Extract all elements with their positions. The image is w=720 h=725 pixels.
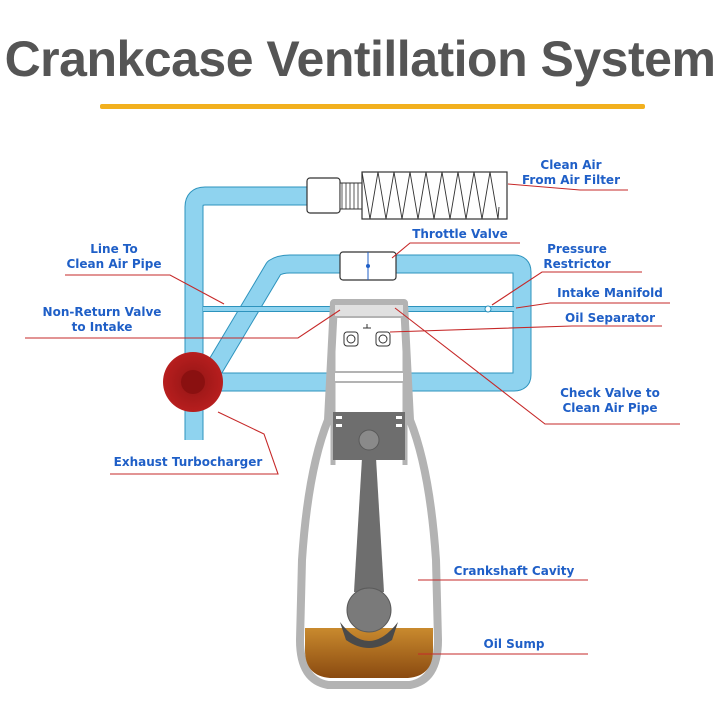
label-restrictor: Restrictor — [543, 257, 610, 271]
label-check-valve-pipe: Clean Air Pipe — [562, 401, 657, 415]
label-to-intake: to Intake — [72, 320, 133, 334]
crankshaft — [346, 587, 392, 633]
leader-lines — [25, 183, 680, 655]
label-oil-sump: Oil Sump — [484, 637, 545, 651]
label-throttle-valve: Throttle Valve — [412, 227, 508, 241]
label-non-return-valve: Non-Return Valve — [43, 305, 162, 319]
label-clean-air: Clean Air — [540, 158, 601, 172]
oil-sump-fill — [305, 628, 433, 678]
label-line-to: Line To — [90, 242, 137, 256]
connecting-rod — [354, 458, 384, 592]
pressure-restrictor-dot — [484, 305, 492, 313]
page-title: Crankcase Ventillation System — [4, 31, 716, 87]
label-from-air-filter: From Air Filter — [522, 173, 620, 187]
pipe-network — [184, 186, 532, 440]
air-filter — [306, 171, 508, 220]
throttle-valve — [339, 251, 397, 281]
label-crankshaft-cavity: Crankshaft Cavity — [454, 564, 575, 578]
label-exhaust-turbocharger: Exhaust Turbocharger — [114, 455, 263, 469]
label-oil-separator: Oil Separator — [565, 311, 655, 325]
label-intake-manifold: Intake Manifold — [557, 286, 663, 300]
labels: Clean Air From Air Filter Throttle Valve… — [43, 158, 663, 651]
engine-block — [296, 299, 442, 689]
exhaust-turbocharger — [163, 352, 223, 412]
label-clean-air-pipe: Clean Air Pipe — [66, 257, 161, 271]
label-pressure: Pressure — [547, 242, 607, 256]
label-check-valve: Check Valve to — [560, 386, 660, 400]
title-underline — [100, 104, 645, 109]
